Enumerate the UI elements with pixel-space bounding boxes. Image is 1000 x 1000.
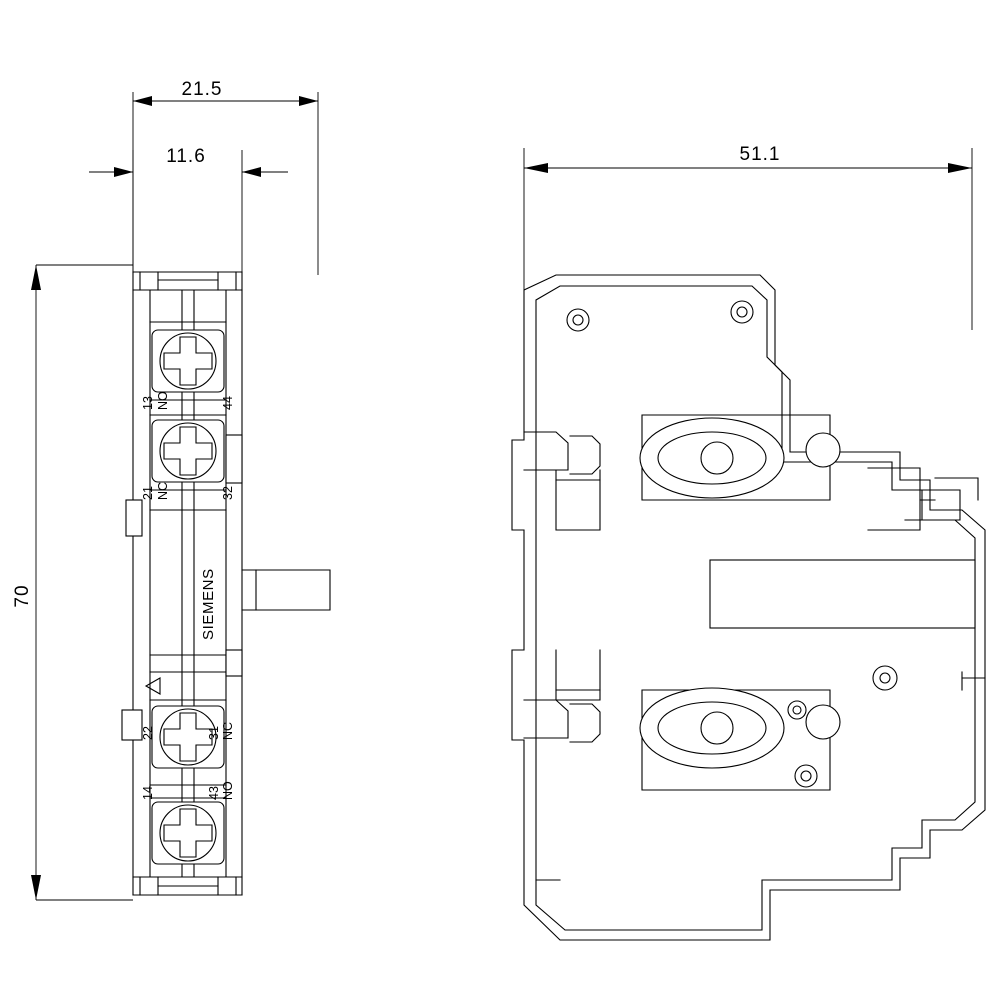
terminal-well-lower xyxy=(639,687,841,791)
label-13: 13 xyxy=(141,396,155,410)
dim-value-21-5: 21.5 xyxy=(182,79,223,100)
arrow-in-left-11-6 xyxy=(114,167,133,177)
dim-value-70: 70 xyxy=(12,584,33,607)
left-view-side-profile: 13 NO 44 21 NC 32 22 31 NC 14 43 NO SIEM… xyxy=(31,92,331,901)
label-31: 31 xyxy=(207,726,221,740)
arrow-top-70 xyxy=(31,265,41,290)
label-21: 21 xyxy=(141,486,155,500)
label-22: 22 xyxy=(141,726,155,740)
side-clip-left-lower xyxy=(121,709,143,741)
arrow-right-51-1 xyxy=(948,163,972,173)
direction-marker-triangle xyxy=(144,677,161,695)
terminal-screw-upper xyxy=(151,419,225,483)
actuator-plunger xyxy=(241,569,331,611)
label-43: 43 xyxy=(207,786,221,800)
housing-inner-outline xyxy=(535,285,976,931)
left-lug-upper xyxy=(523,431,601,531)
housing-outline xyxy=(511,274,986,941)
terminal-screw-bottom xyxy=(151,801,225,865)
arrow-left-21-5 xyxy=(133,96,152,106)
label-14: 14 xyxy=(141,786,155,800)
side-clip-left-upper xyxy=(125,499,143,537)
label-window xyxy=(709,559,976,629)
left-lug-lower xyxy=(523,649,601,743)
label-32: 32 xyxy=(221,486,235,500)
terminal-screw-top xyxy=(151,329,225,393)
dim-value-51-1: 51.1 xyxy=(740,144,781,165)
label-44: 44 xyxy=(221,396,235,410)
arrow-bottom-70 xyxy=(31,875,41,900)
label-no-bottom: NO xyxy=(221,781,235,800)
arrow-in-right-11-6 xyxy=(242,167,261,177)
arrow-right-21-5 xyxy=(299,96,318,106)
right-actuator-tab xyxy=(867,467,979,531)
mounting-hole-top-right xyxy=(730,300,754,324)
left-view-body: 13 NO 44 21 NC 32 22 31 NC 14 43 NO SIEM… xyxy=(121,271,331,896)
brand-label: SIEMENS xyxy=(200,568,217,640)
side-clip-upper-right xyxy=(225,434,243,484)
label-nc-lower: NC xyxy=(221,722,235,740)
label-nc-upper: NC xyxy=(156,482,170,500)
mounting-hole-mid-right xyxy=(872,665,898,691)
arrow-left-51-1 xyxy=(524,163,548,173)
mounting-hole-top-left xyxy=(566,308,590,332)
terminal-screw-lower xyxy=(151,705,225,769)
side-clip-lower-right xyxy=(225,649,243,677)
terminal-well-upper xyxy=(639,414,841,501)
right-view-front-profile xyxy=(511,148,986,941)
label-no-top: NO xyxy=(156,391,170,410)
dim-value-11-6: 11.6 xyxy=(166,146,206,167)
